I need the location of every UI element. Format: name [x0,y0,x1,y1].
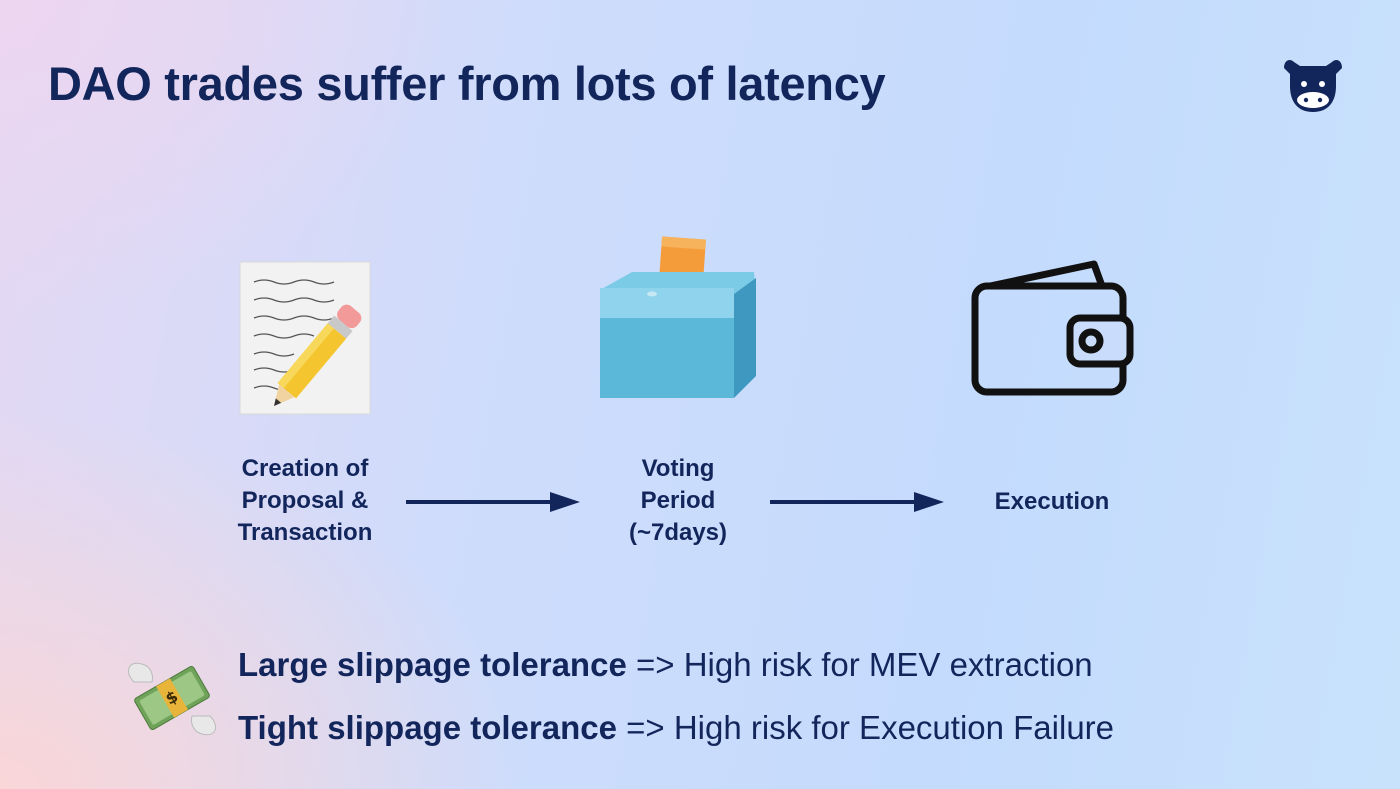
step-label-proposal: Creation of Proposal & Transaction [237,455,373,546]
flow-arrow-1 [406,492,580,512]
risk-term-large: Large slippage tolerance [238,646,627,683]
ballot-box-icon [600,236,756,398]
cow-logo-icon [1284,60,1342,112]
memo-pencil-icon [239,261,371,415]
flow-arrow-2 [770,492,944,512]
step-label-execution: Execution [994,488,1110,515]
money-with-wings-icon: $ [127,662,217,736]
page-title: DAO trades suffer from lots of latency [48,57,886,110]
risk-result-large: => High risk for MEV extraction [635,646,1093,683]
risk-term-tight: Tight slippage tolerance [238,709,627,746]
risk-result-tight: => High risk for Execution Failure [626,709,1115,746]
risk-row-large: Large slippage tolerance => High risk fo… [238,646,1093,684]
risk-row-tight: Tight slippage tolerance => High risk fo… [238,709,1114,747]
wallet-icon [971,260,1134,396]
step-label-voting: Voting Period (~7days) [628,455,728,546]
